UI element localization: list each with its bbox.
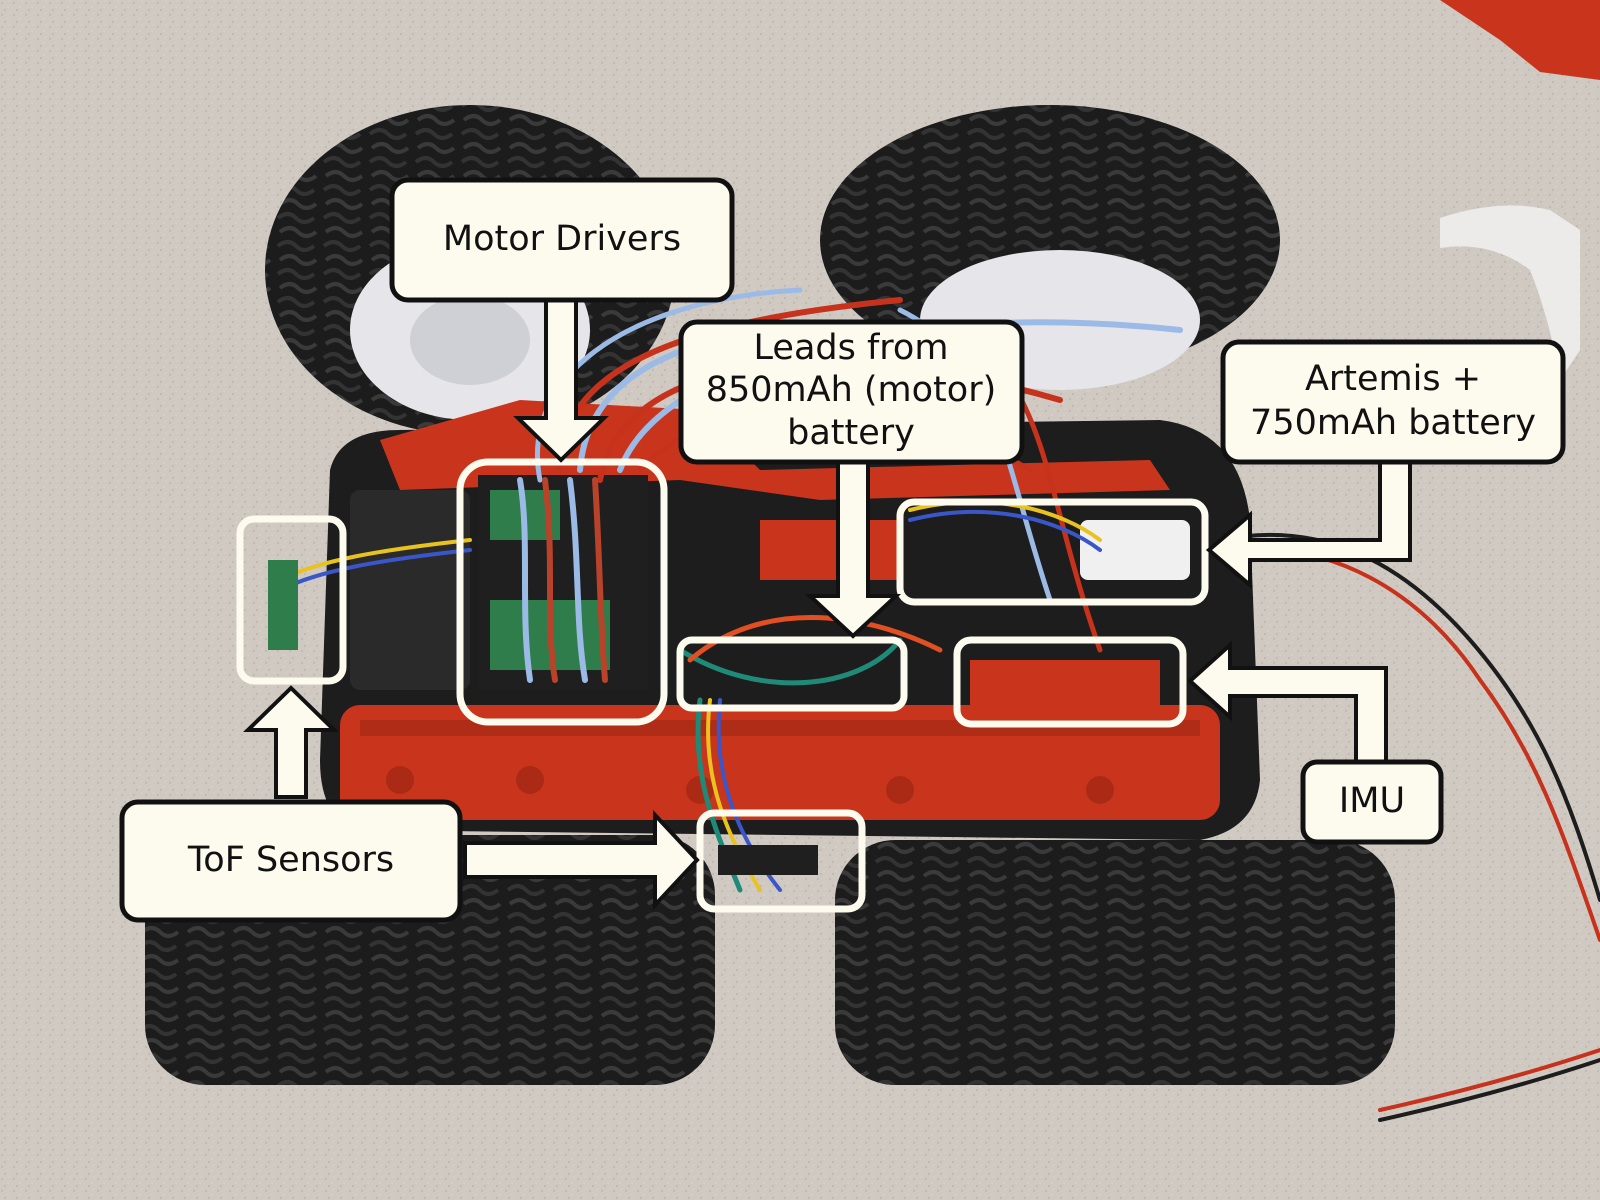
highlight-motor-battery-leads [676,636,908,712]
artemis-board [760,520,900,580]
highlight-imu [953,636,1187,728]
callout-imu: IMU [1300,759,1444,845]
label-imu: IMU [1339,781,1405,821]
arrow-icon [463,809,700,911]
highlight-boxes [236,458,1209,913]
highlight-tof-left [236,515,347,685]
red-object-corner [1440,0,1600,80]
battery-pack [1080,520,1190,580]
label-artemis-line1: Artemis + [1305,359,1481,399]
callout-artemis: Artemis + 750mAh battery [1220,339,1566,465]
motor-block [350,490,470,690]
tof-board-left [268,560,298,650]
label-motor-battery-line3: battery [787,413,915,453]
arrow-icon [1187,640,1388,764]
arrow-icon [513,298,609,463]
arrow-icon [1205,460,1412,590]
label-artemis-line2: 750mAh battery [1250,403,1536,443]
label-tof-sensors: ToF Sensors [187,840,394,880]
highlight-artemis [896,498,1209,606]
label-motor-drivers: Motor Drivers [443,219,681,259]
white-zip-tie [1440,205,1580,380]
tof-board-front [718,845,818,875]
label-motor-battery-line1: Leads from [754,328,949,368]
callout-motor-drivers: Motor Drivers [389,177,735,303]
callout-motor-battery: Leads from 850mAh (motor) battery [678,319,1025,465]
callout-tof-sensors: ToF Sensors [119,799,463,923]
arrow-icon [243,685,339,799]
highlight-tof-front [696,809,866,913]
highlight-motor-drivers [456,458,668,726]
arrow-icon [804,460,902,639]
label-motor-battery-line2: 850mAh (motor) [706,370,997,410]
imu-board [970,660,1160,720]
front-right-wheel [835,840,1395,1085]
arrows [243,298,1412,911]
